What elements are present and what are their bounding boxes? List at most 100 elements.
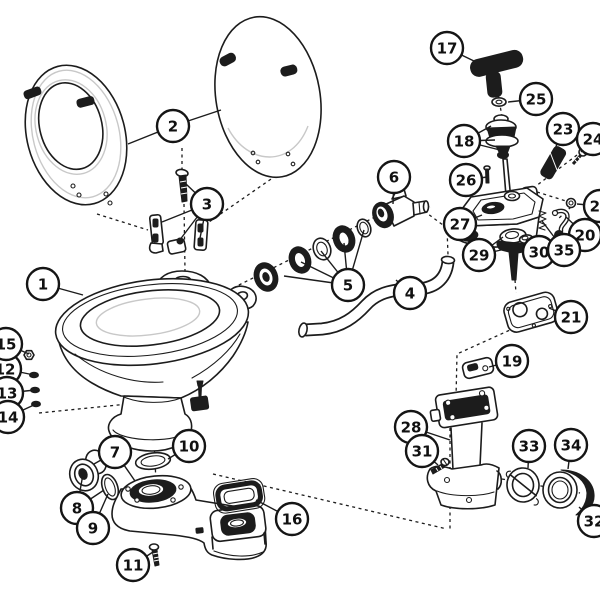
svg-text:5: 5	[343, 276, 353, 294]
callout-1: 1	[25, 266, 61, 302]
svg-text:31: 31	[412, 442, 433, 460]
svg-text:2: 2	[168, 117, 178, 135]
svg-text:22: 22	[590, 197, 600, 215]
callout-15: 15	[0, 326, 24, 362]
callout-11: 11	[115, 547, 151, 583]
svg-text:32: 32	[584, 512, 600, 530]
callout-25: 25	[518, 81, 554, 117]
callout-33: 33	[511, 428, 547, 464]
part-piston-assembly	[485, 114, 519, 159]
part-inlet-elbow	[372, 188, 430, 229]
callout-2: 2	[155, 108, 191, 144]
callout-7: 7	[97, 434, 133, 470]
lid-bumper-icon	[219, 52, 237, 67]
callout-3: 3	[189, 186, 225, 222]
part-base-gasket	[503, 291, 560, 333]
svg-text:18: 18	[454, 132, 475, 150]
part-bowl	[54, 270, 257, 452]
svg-text:23: 23	[553, 120, 574, 138]
callout-9: 9	[75, 510, 111, 546]
part-seat-fasteners	[23, 349, 41, 408]
callout-4: 4	[392, 275, 428, 311]
svg-text:14: 14	[0, 408, 18, 426]
svg-text:30: 30	[529, 243, 550, 261]
seat-bumper-icon	[23, 86, 42, 100]
svg-text:25: 25	[526, 90, 547, 108]
callout-32: 32	[576, 503, 600, 539]
svg-text:16: 16	[282, 510, 303, 528]
svg-text:19: 19	[502, 352, 523, 370]
part-hose	[298, 255, 456, 338]
callout-30: 30	[521, 234, 557, 270]
svg-text:21: 21	[561, 308, 582, 326]
svg-text:1: 1	[38, 275, 48, 293]
callout-18: 18	[446, 123, 482, 159]
guide-line	[183, 203, 186, 272]
part-handle-washer	[491, 97, 507, 108]
part-discharge-flange	[505, 467, 540, 506]
svg-text:12: 12	[0, 360, 15, 378]
svg-text:20: 20	[575, 226, 596, 244]
svg-text:13: 13	[0, 384, 17, 402]
part-pump-bracket	[426, 386, 503, 510]
guide-line	[536, 191, 567, 202]
seat-bumper-icon	[76, 96, 95, 108]
svg-text:11: 11	[123, 556, 144, 574]
callout-6: 6	[376, 159, 412, 195]
part-oring	[565, 197, 577, 209]
part-pivot-pin	[483, 165, 491, 184]
part-bowl-gasket	[134, 451, 172, 471]
svg-text:17: 17	[437, 39, 458, 57]
guide-line	[455, 324, 522, 399]
callout-21: 21	[553, 299, 589, 335]
part-valve-flap	[461, 356, 495, 380]
svg-text:9: 9	[88, 519, 98, 537]
callout-16: 16	[274, 501, 310, 537]
guide-line	[535, 154, 578, 187]
callout-35: 35	[546, 232, 582, 268]
part-pump-handle	[470, 49, 524, 98]
part-base-assembly	[111, 474, 267, 561]
callout-17: 17	[429, 30, 465, 66]
part-lever	[540, 146, 567, 180]
svg-text:8: 8	[72, 499, 82, 517]
part-discharge-elbow	[542, 469, 595, 516]
svg-text:35: 35	[554, 241, 575, 259]
svg-text:26: 26	[456, 171, 477, 189]
callout-24: 24	[575, 121, 600, 157]
part-hinge-hardware	[148, 168, 209, 255]
guide-line	[96, 213, 149, 231]
callout-34: 34	[553, 427, 589, 463]
svg-text:34: 34	[561, 436, 582, 454]
callout-31: 31	[404, 433, 440, 469]
guide-line	[38, 403, 129, 414]
callout-5: 5	[330, 267, 366, 303]
callout-29: 29	[461, 237, 497, 273]
part-bracket-screw	[430, 457, 450, 475]
callout-14: 14	[0, 399, 26, 435]
part-lid	[214, 15, 322, 179]
callout-19: 19	[494, 343, 530, 379]
svg-text:27: 27	[450, 215, 471, 233]
svg-text:10: 10	[179, 437, 200, 455]
guide-line	[514, 279, 517, 294]
svg-text:7: 7	[110, 443, 120, 461]
callout-10: 10	[171, 428, 207, 464]
callout-22: 22	[582, 188, 600, 224]
svg-text:4: 4	[405, 284, 415, 302]
svg-text:24: 24	[583, 130, 600, 148]
callout-balloons: 1234567891011121314151617181920212223242…	[0, 30, 600, 583]
part-base-screw	[148, 543, 160, 567]
part-pot-gasket	[212, 477, 266, 514]
svg-text:15: 15	[0, 335, 16, 353]
part-port-oring	[100, 473, 120, 501]
lid-bumper-icon	[280, 64, 298, 77]
svg-text:28: 28	[401, 418, 422, 436]
svg-text:33: 33	[519, 437, 540, 455]
callout-23: 23	[545, 111, 581, 147]
svg-text:29: 29	[469, 246, 490, 264]
callout-27: 27	[442, 206, 478, 242]
callout-26: 26	[448, 162, 484, 198]
part-seat-ring	[23, 64, 128, 206]
